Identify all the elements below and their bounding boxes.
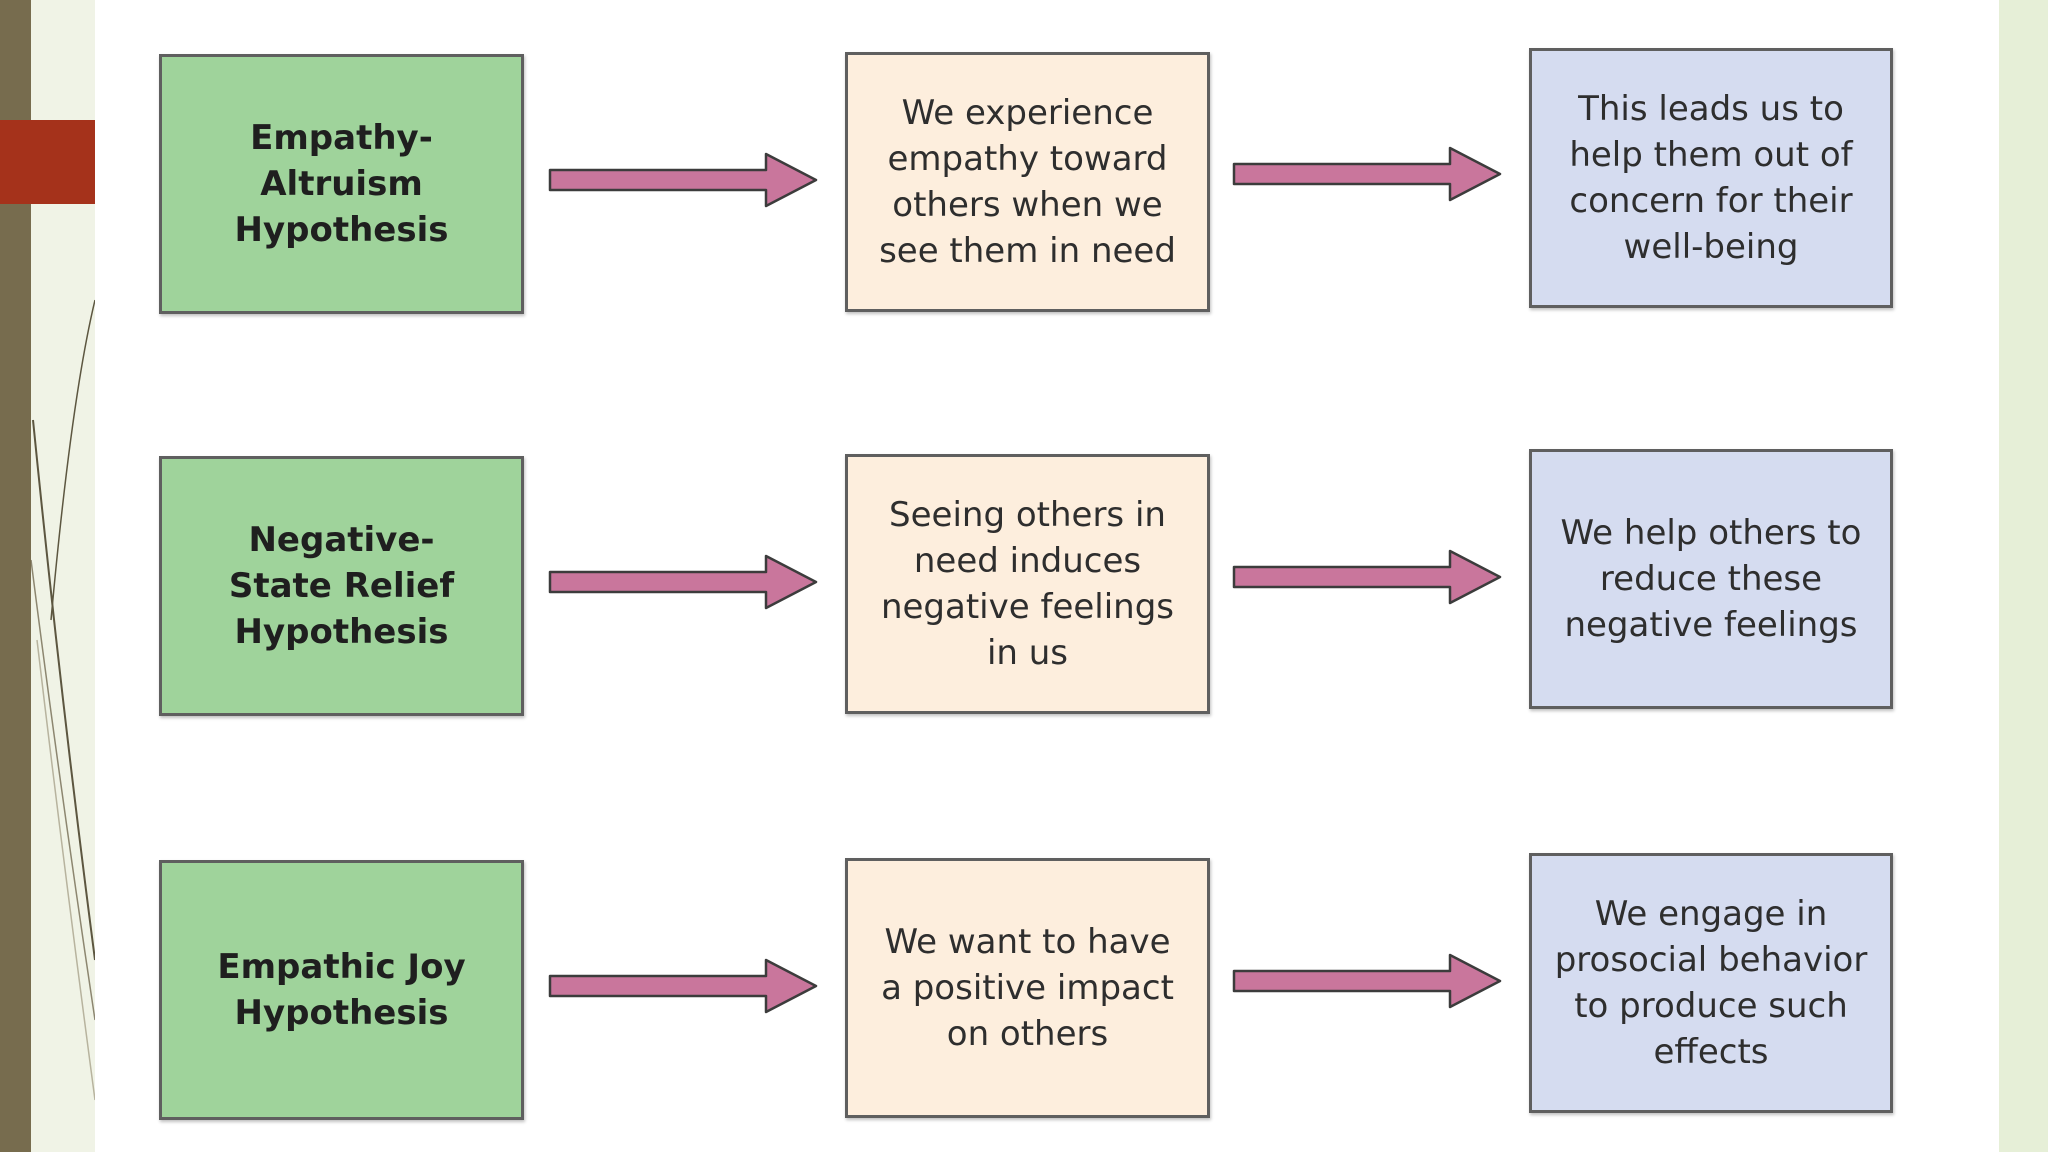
decorative-curves-icon <box>31 299 95 1101</box>
hypothesis-label: Empathy-Altruism Hypothesis <box>234 118 449 250</box>
result-box-row-1: This leads us to help them out of concer… <box>1529 48 1893 308</box>
arrow-right-icon <box>1232 953 1502 1009</box>
hypothesis-label: Negative-State Relief Hypothesis <box>228 520 455 652</box>
hypothesis-box-empathy-altruism: Empathy-Altruism Hypothesis <box>159 54 524 314</box>
result-box-row-3: We engage in prosocial behavior to produ… <box>1529 853 1893 1113</box>
hypothesis-label: Empathic Joy Hypothesis <box>217 947 466 1033</box>
accent-block <box>0 120 95 204</box>
result-text: This leads us to help them out of concer… <box>1569 89 1853 267</box>
arrow-right-icon <box>1232 146 1502 202</box>
result-text: We engage in prosocial behavior to produ… <box>1554 894 1868 1072</box>
middle-text: Seeing others in need induces negative f… <box>880 495 1175 673</box>
result-box-row-2: We help others to reduce these negative … <box>1529 449 1893 709</box>
middle-text: We experience empathy toward others when… <box>879 93 1176 271</box>
middle-box-row-1: We experience empathy toward others when… <box>845 52 1210 312</box>
hypothesis-box-negative-state-relief: Negative-State Relief Hypothesis <box>159 456 524 716</box>
arrow-right-icon <box>1232 549 1502 605</box>
right-margin-band <box>1999 0 2048 1152</box>
hypothesis-box-empathic-joy: Empathic Joy Hypothesis <box>159 860 524 1120</box>
arrow-right-icon <box>548 958 818 1014</box>
middle-box-row-3: We want to have a positive impact on oth… <box>845 858 1210 1118</box>
arrow-right-icon <box>548 152 818 208</box>
arrow-right-icon <box>548 554 818 610</box>
middle-box-row-2: Seeing others in need induces negative f… <box>845 454 1210 714</box>
result-text: We help others to reduce these negative … <box>1560 513 1862 645</box>
middle-text: We want to have a positive impact on oth… <box>881 922 1174 1054</box>
